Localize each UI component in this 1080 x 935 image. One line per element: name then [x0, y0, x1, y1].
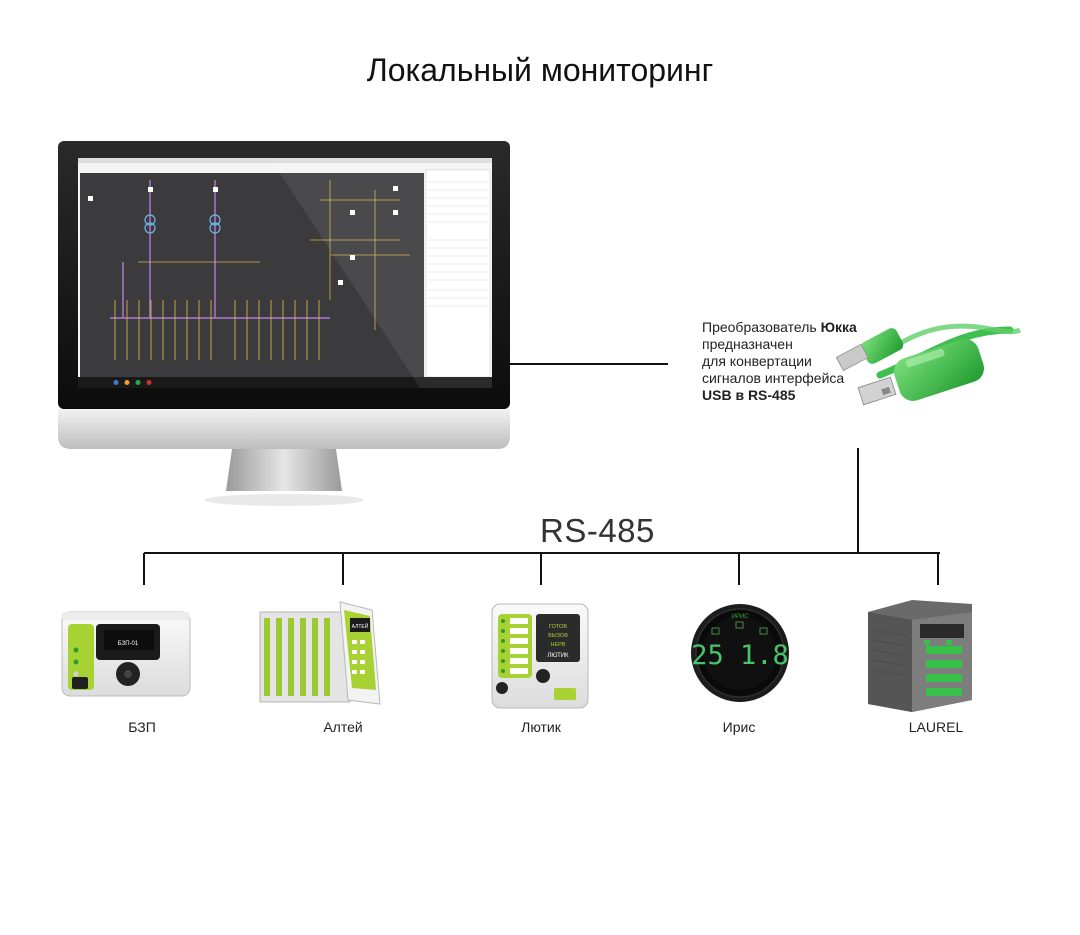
- device-label-altei: Алтей: [323, 719, 363, 735]
- device-label-iris: Ирис: [722, 719, 756, 735]
- monitor-screen: [78, 158, 492, 388]
- lutik-display-text: ЛЮТИК: [547, 653, 569, 659]
- device-label-bzp: БЗП: [128, 719, 156, 735]
- usb-converter-image: [835, 323, 1022, 406]
- lutik-status-1: ГОТОВ: [549, 624, 567, 630]
- device-label-laurel: LAUREL: [908, 719, 964, 735]
- bzp-display-text: БЗП-01: [118, 641, 139, 647]
- converter-line5: USB в RS-485: [702, 387, 796, 403]
- device-drop-lines: [143, 553, 939, 585]
- page-title: Локальный мониторинг: [366, 52, 714, 88]
- altei-display-text: АЛТЕЙ: [352, 622, 369, 630]
- converter-line1-prefix: Преобразователь: [702, 319, 817, 335]
- monitor-stand: [226, 449, 342, 491]
- device-altei-image: [259, 601, 381, 705]
- taskbar: [78, 377, 492, 388]
- lutik-status-2: ВЫЗОВ: [548, 633, 568, 639]
- device-laurel-image: [868, 600, 972, 712]
- converter-line2: предназначен: [702, 336, 793, 352]
- device-iris-image: [691, 604, 789, 702]
- monitor-chin: [58, 409, 510, 449]
- lutik-status-3: НЕРВ: [551, 642, 566, 648]
- converter-name: Юкка: [820, 319, 857, 335]
- iris-brand-text: ИРИС: [732, 614, 750, 620]
- converter-line3: для конвертации: [702, 353, 812, 369]
- monitor-base-shadow: [204, 494, 364, 506]
- event-log-panel: [425, 169, 491, 378]
- device-label-lutik: Лютик: [521, 719, 561, 735]
- monitor: [58, 141, 510, 506]
- device-lutik-image: [491, 603, 589, 709]
- converter-description: Преобразователь Юкка предназначен для ко…: [702, 319, 857, 404]
- device-bzp-image: [61, 611, 191, 697]
- iris-value-text: 25 1.8: [691, 640, 789, 671]
- scada-schematic-area: [80, 173, 424, 377]
- converter-line4: сигналов интерфейса: [702, 370, 845, 386]
- rs485-bus-label: RS-485: [540, 512, 655, 549]
